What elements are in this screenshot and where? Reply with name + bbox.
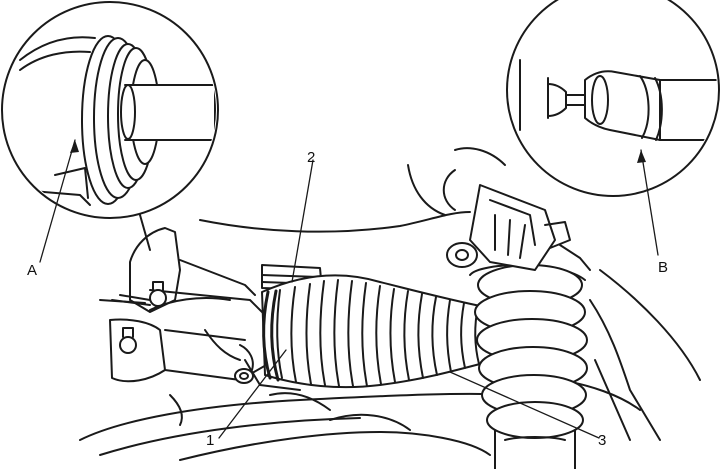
chassis-arm [199,164,471,411]
arrowheads [70,140,646,163]
arrowhead-b [637,150,646,163]
rack-housing [99,214,301,426]
detail-inset-a [1,1,219,219]
label-2: 2 [307,149,315,166]
callout-labels: A B 1 2 3 [27,149,668,449]
label-1: 1 [206,432,214,449]
label-b: B [658,259,668,276]
leader-line-b [640,149,659,256]
arrowhead-a [70,140,79,153]
leader-line-1 [218,349,287,439]
tie-rod-end [442,147,591,271]
leader-lines [39,139,659,439]
detail-inset-b [506,0,720,197]
rubber-boot [261,264,496,389]
leader-line-3 [449,371,600,439]
leader-line-2 [291,159,314,283]
subframe-outline [79,269,701,461]
label-a: A [27,262,37,279]
leader-line-a [39,139,76,263]
label-3: 3 [598,432,606,449]
outer-tie-rod-boot [469,264,588,469]
